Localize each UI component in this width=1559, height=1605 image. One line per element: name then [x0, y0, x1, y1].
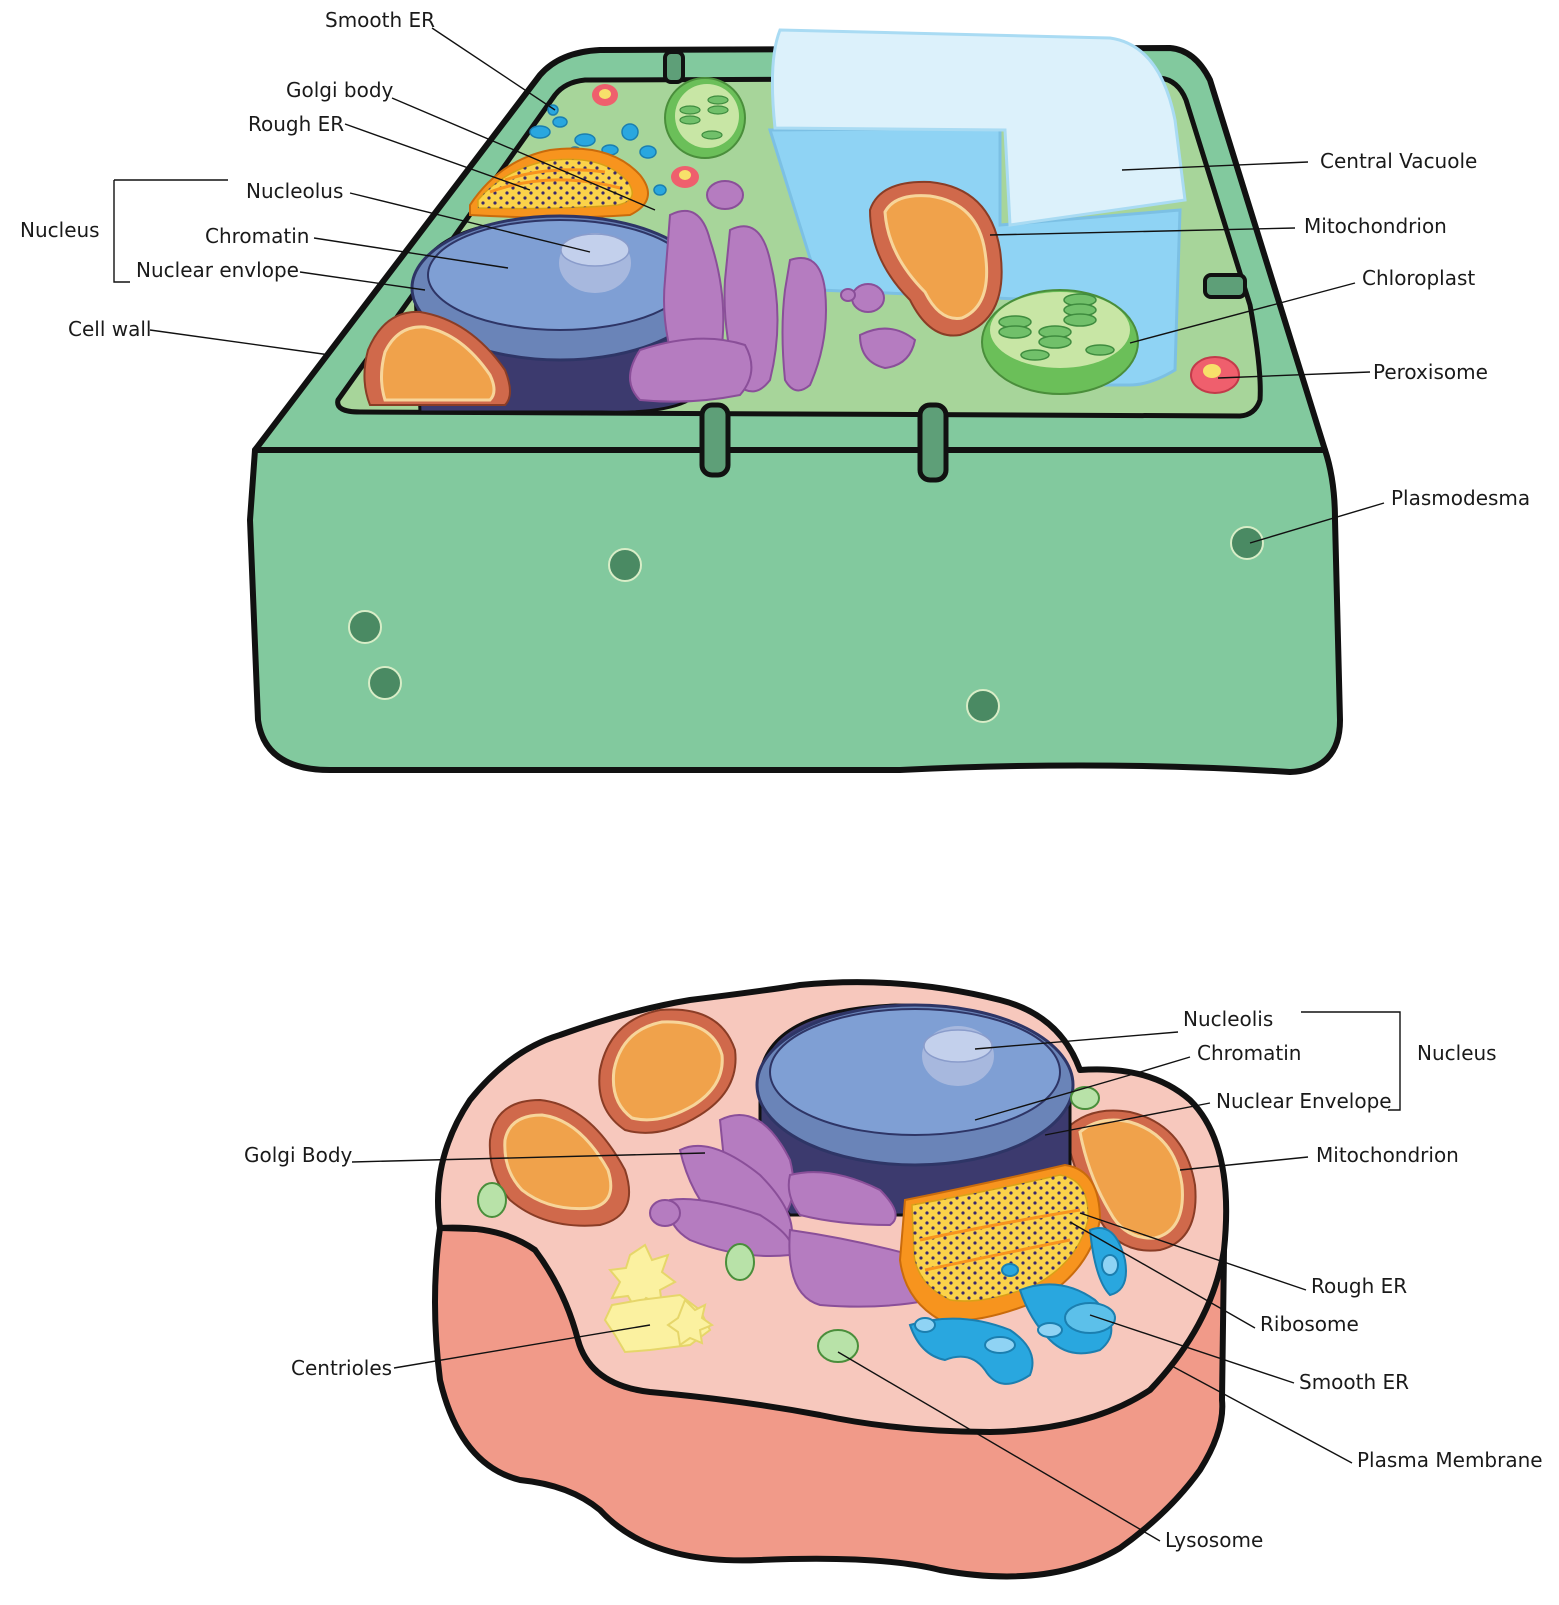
plant-cell — [247, 28, 1343, 775]
animal-labels: Nucleolis Chromatin Nucleus Nuclear Enve… — [244, 1007, 1543, 1552]
chloroplast-large — [981, 289, 1139, 395]
label-animal-ribosome: Ribosome — [1260, 1312, 1359, 1336]
animal-nucleus — [755, 1003, 1075, 1217]
label-animal-mitochondrion: Mitochondrion — [1316, 1143, 1459, 1167]
label-plant-golgi-body: Golgi body — [286, 78, 394, 102]
label-plant-mitochondrion: Mitochondrion — [1304, 214, 1447, 238]
chloroplast-small — [664, 77, 746, 159]
label-plant-chloroplast: Chloroplast — [1362, 266, 1475, 290]
plant-golgi — [629, 180, 917, 403]
animal-leader-lines — [351, 1011, 1401, 1542]
label-animal-golgi-body: Golgi Body — [244, 1143, 353, 1167]
plant-mitochondrion — [868, 180, 1003, 337]
label-plant-nucleus: Nucleus — [20, 218, 100, 242]
label-animal-centrioles: Centrioles — [291, 1356, 392, 1380]
label-animal-nucleolis: Nucleolis — [1183, 1007, 1273, 1031]
label-plant-rough-er: Rough ER — [248, 112, 344, 136]
label-animal-rough-er: Rough ER — [1311, 1274, 1407, 1298]
animal-cell — [432, 979, 1230, 1580]
label-animal-nuclear-envelope: Nuclear Envelope — [1216, 1089, 1392, 1113]
animal-rough-er — [898, 1163, 1102, 1322]
animal-mitochondrion-top — [598, 1008, 737, 1134]
plant-mitochondrion-lower — [363, 310, 511, 406]
plasmodesma-groove — [663, 50, 685, 84]
label-plant-plasmodesma: Plasmodesma — [1391, 486, 1530, 510]
peroxisome-small — [679, 170, 691, 180]
cell-wall-front — [247, 447, 1343, 775]
plasmodesma-groove — [1203, 273, 1247, 299]
label-animal-nucleus: Nucleus — [1417, 1041, 1497, 1065]
plant-labels: Smooth ER Golgi body Rough ER Nucleus Nu… — [20, 8, 1530, 510]
animal-mitochondrion-left — [488, 1098, 630, 1227]
label-animal-chromatin: Chromatin — [1197, 1041, 1301, 1065]
label-plant-cell-wall: Cell wall — [68, 317, 151, 341]
peroxisome — [1190, 356, 1240, 394]
label-animal-lysosome: Lysosome — [1165, 1528, 1263, 1552]
centrioles — [603, 1243, 715, 1354]
animal-golgi — [649, 1114, 1003, 1311]
plant-leader-lines — [113, 27, 1385, 544]
central-vacuole-top — [770, 28, 1187, 227]
plasmodesma-pores — [348, 526, 1264, 723]
animal-smooth-er — [908, 1227, 1127, 1385]
label-plant-central-vacuole: Central Vacuole — [1320, 149, 1477, 173]
label-plant-nucleolus: Nucleolus — [246, 179, 343, 203]
plasmodesma-groove — [917, 402, 949, 483]
label-plant-smooth-er: Smooth ER — [325, 8, 435, 32]
label-plant-peroxisome: Peroxisome — [1373, 360, 1488, 384]
peroxisome-small — [599, 89, 611, 99]
plant-rough-er — [469, 147, 649, 219]
label-plant-nuclear-envelope: Nuclear envlope — [136, 258, 299, 282]
label-animal-smooth-er: Smooth ER — [1299, 1370, 1409, 1394]
label-animal-plasma-membrane: Plasma Membrane — [1357, 1448, 1543, 1472]
plasmodesma-groove — [699, 402, 731, 478]
label-plant-chromatin: Chromatin — [205, 224, 309, 248]
lysosome — [477, 1086, 1100, 1363]
